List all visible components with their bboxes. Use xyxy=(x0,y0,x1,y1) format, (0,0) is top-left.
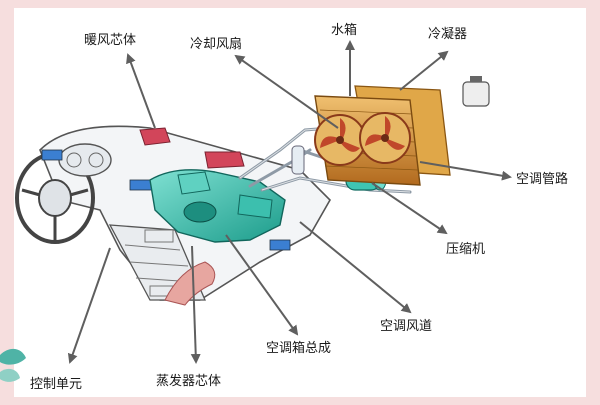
expansion-tank xyxy=(462,76,490,107)
label-hvac-box-assembly: 空调箱总成 xyxy=(266,340,331,356)
label-evaporator-core: 蒸发器芯体 xyxy=(156,373,221,389)
label-compressor: 压缩机 xyxy=(446,241,485,257)
receiver-drier xyxy=(291,145,305,175)
label-cooling-fan: 冷却风扇 xyxy=(190,36,242,52)
label-condenser: 冷凝器 xyxy=(428,26,467,42)
label-control-unit: 控制单元 xyxy=(30,377,82,392)
label-water-tank: 水箱 xyxy=(331,22,357,38)
label-ac-duct: 空调风道 xyxy=(380,319,432,334)
leader-lines xyxy=(67,40,512,364)
hvac-box xyxy=(149,169,286,243)
corner-decoration xyxy=(0,348,26,382)
label-heater-core: 暖风芯体 xyxy=(84,33,136,48)
label-ac-pipes: 空调管路 xyxy=(516,171,568,187)
radiator-condenser xyxy=(314,85,451,186)
